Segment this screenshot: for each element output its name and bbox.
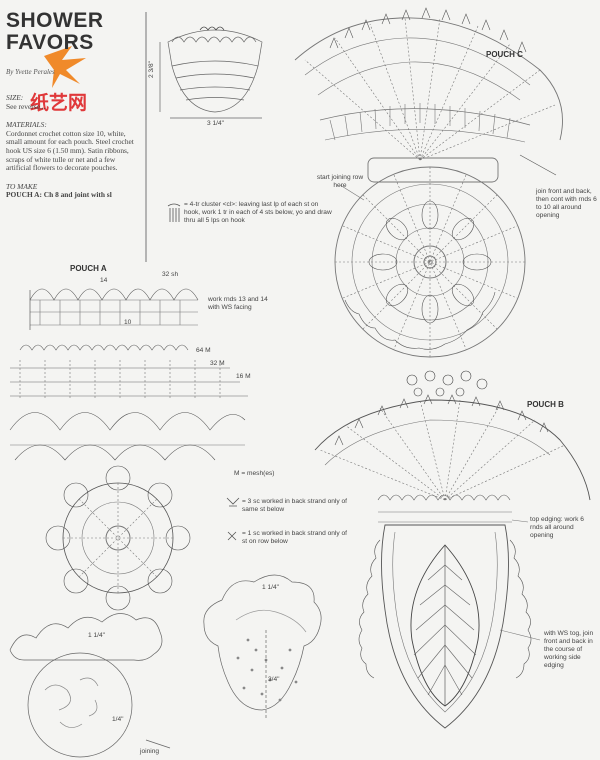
byline: By Yvette Perales [6, 68, 55, 76]
to-make-text: POUCH A: Ch 8 and joint with sl [6, 190, 112, 200]
to-make-heading: TO MAKE [6, 181, 38, 191]
legend-symbols [167, 203, 240, 541]
title-line-1: SHOWER [6, 9, 104, 32]
title-line-2: FAVORS [6, 31, 94, 54]
pouch-c-label: POUCH C [486, 50, 523, 59]
pouch-b-dim-top: 1 1/4" [262, 584, 280, 591]
pouch-a-row-10: 10 [124, 319, 132, 326]
pouch-a-16m: 16 M [236, 373, 251, 380]
materials-heading: MATERIALS: [6, 120, 47, 130]
pouch-a-label: POUCH A [70, 264, 107, 273]
materials-text: Cordonnet crochet cotton size 10, white,… [6, 128, 134, 173]
pouch-b-top-edging-note: top edging: work 6 rnds all around openi… [530, 516, 584, 539]
pouch-a-32m: 32 M [210, 360, 225, 367]
pouch-c-chart [294, 7, 563, 358]
pouch-a-row-14: 14 [100, 277, 108, 284]
pouch-c-start-note: start joining row here [316, 174, 364, 189]
pouch-a-chart [9, 288, 248, 611]
pouch-a-rounds-note: work rnds 13 and 14 with WS facing [208, 296, 268, 311]
size-heading: SIZE: [6, 93, 24, 102]
size-text: See reverse... [6, 101, 46, 111]
pouch-a-shape [9, 613, 171, 758]
watermark-logo-icon [44, 46, 86, 88]
legend-mesh: M = mesh(es) [234, 470, 275, 477]
dimension-height: 2 3/8" [148, 60, 155, 78]
intro-text: SIZE: See reverse... MATERIALS: Cordonne… [6, 93, 142, 200]
pouch-a-dim-top: 1 1/4" [88, 632, 106, 639]
footer-joining: joining [140, 748, 160, 755]
pouch-b-ws-note: with WS tog, join front and back in the … [544, 630, 594, 669]
pouch-sketch-top [159, 26, 263, 119]
dimension-width: 3 1/4" [207, 120, 225, 127]
pouch-a-64m: 64 M [196, 347, 211, 354]
pouch-a-dim-side: 1/4" [112, 716, 124, 723]
pouch-c-join-note: join front and back, then cont with rnds… [536, 188, 597, 219]
pouch-b-dim-side: 3/4" [268, 676, 280, 683]
legend-sc-one: = 1 sc worked in back strand only of st … [242, 530, 348, 545]
pouch-b-label: POUCH B [527, 400, 564, 409]
pouch-b-chart [314, 370, 591, 729]
pouch-a-32sh: 32 sh [162, 271, 179, 278]
legend-sc-back: = 3 sc worked in back strand only of sam… [242, 498, 348, 513]
page-title: SHOWER FAVORS [6, 10, 104, 54]
legend-cluster: = 4-tr cluster <cl>: leaving last lp of … [184, 201, 332, 224]
pouch-b-shape [203, 574, 322, 720]
watermark-text: 纸艺网 [30, 92, 88, 114]
